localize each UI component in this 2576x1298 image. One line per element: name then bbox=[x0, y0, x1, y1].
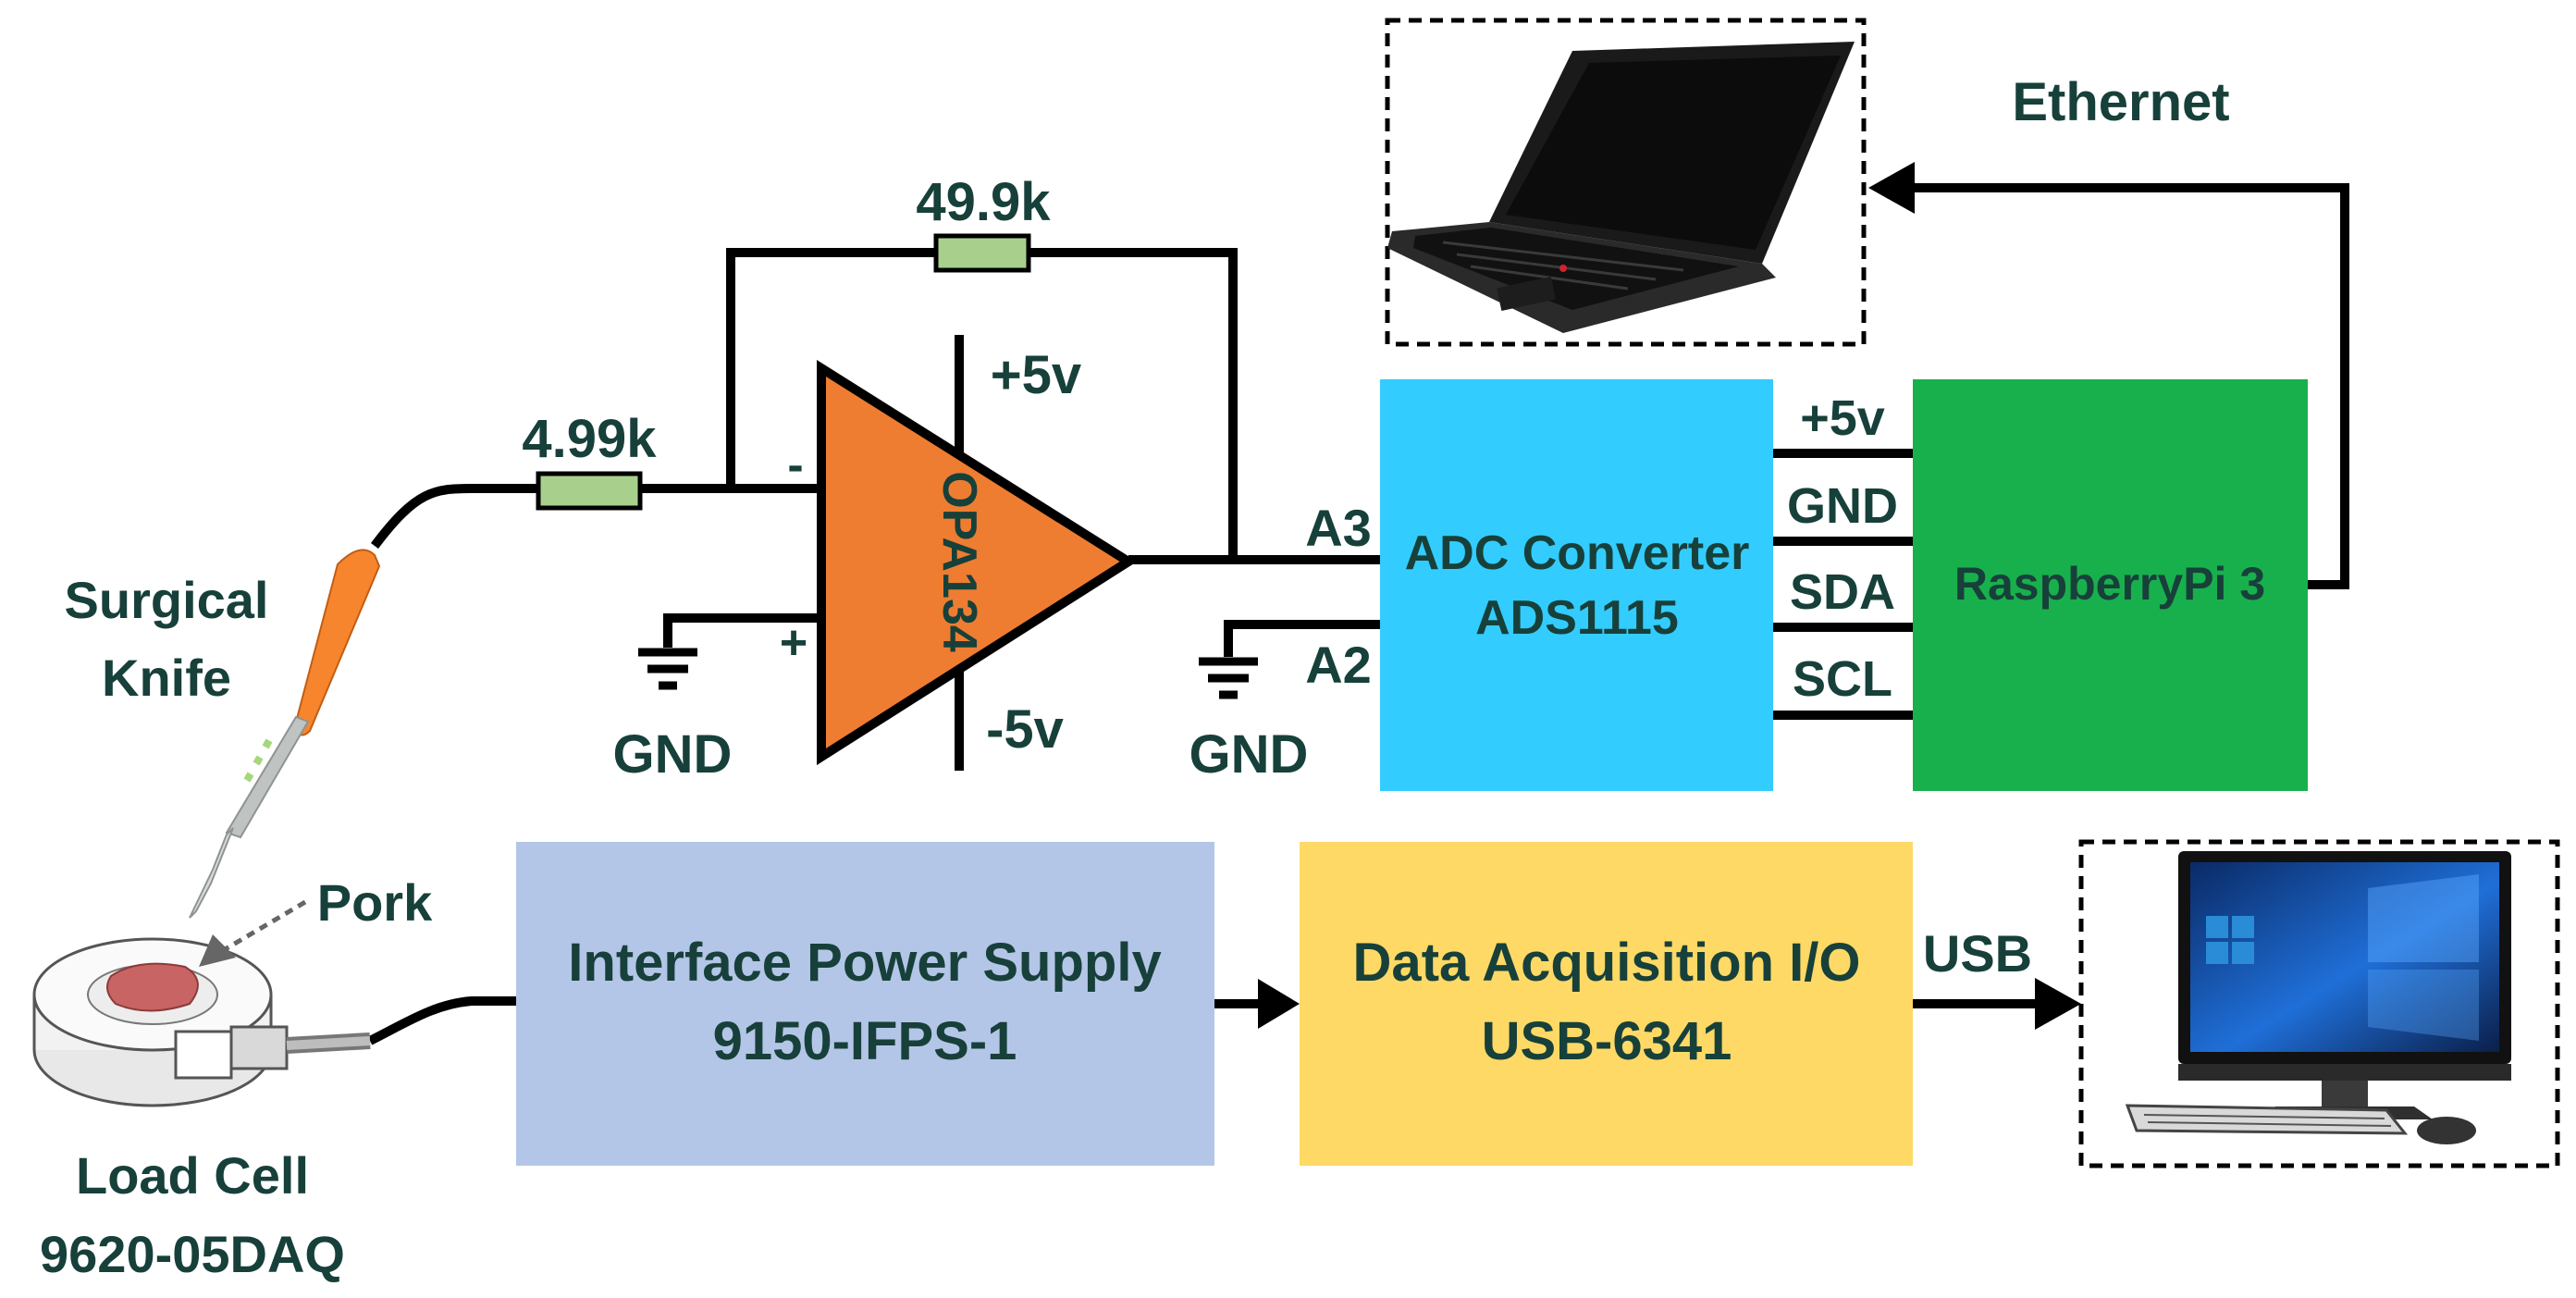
usb-label: USB bbox=[1923, 924, 2032, 983]
opamp-label: OPA134 bbox=[932, 471, 986, 652]
pork-pointer-arrowhead bbox=[199, 934, 236, 967]
pork-pointer-line bbox=[220, 899, 307, 954]
bus-label-5v: +5v bbox=[1800, 390, 1885, 446]
ps-to-daq-arrowhead bbox=[1258, 979, 1300, 1029]
feedback-resistor bbox=[933, 233, 1031, 273]
laptop-icon bbox=[1387, 42, 1855, 333]
bus-label-sda: SDA bbox=[1790, 564, 1895, 620]
power-supply-box bbox=[516, 842, 1214, 1166]
feedback-resistor-label: 49.9k bbox=[916, 172, 1051, 232]
usb-arrowhead bbox=[2035, 978, 2081, 1030]
opamp-plus-sign: + bbox=[780, 616, 807, 670]
pos-supply-label: +5v bbox=[991, 345, 1081, 405]
adc-title: ADC Converter bbox=[1405, 526, 1750, 580]
raspberry-pi-box bbox=[1913, 379, 2308, 791]
input-resistor-label: 4.99k bbox=[522, 409, 657, 469]
power-supply-title: Interface Power Supply bbox=[568, 933, 1161, 993]
ethernet-label: Ethernet bbox=[2012, 72, 2229, 132]
bus-label-gnd: GND bbox=[1787, 478, 1898, 534]
opamp-symbol bbox=[817, 359, 1138, 766]
bus-label-scl: SCL bbox=[1793, 651, 1892, 707]
gnd-left-label: GND bbox=[613, 724, 733, 785]
pork-sample bbox=[106, 962, 199, 1012]
daq-model: USB-6341 bbox=[1482, 1011, 1732, 1071]
pork-label: Pork bbox=[317, 873, 433, 932]
knife-label-line2: Knife bbox=[102, 649, 231, 707]
power-supply-model: 9150-IFPS-1 bbox=[713, 1011, 1017, 1071]
daq-box bbox=[1300, 842, 1913, 1166]
input-wire bbox=[371, 484, 821, 550]
gnd-right-label: GND bbox=[1189, 724, 1309, 785]
ground-left-symbol bbox=[638, 648, 697, 690]
a3-label: A3 bbox=[1305, 499, 1372, 557]
neg-supply-label: -5v bbox=[986, 699, 1064, 760]
input-resistor bbox=[536, 471, 643, 511]
load-cell-label-line1: Load Cell bbox=[76, 1146, 309, 1205]
raspberry-pi-label: RaspberryPi 3 bbox=[1954, 558, 2265, 610]
a2-label: A2 bbox=[1305, 636, 1372, 694]
ground-right-symbol bbox=[1199, 657, 1258, 699]
load-cell-cable bbox=[367, 996, 516, 1045]
adc-converter-box bbox=[1380, 379, 1773, 791]
ethernet-arrowhead bbox=[1868, 162, 1915, 214]
desktop-computer-icon bbox=[2125, 851, 2511, 1144]
ethernet-wire bbox=[1915, 183, 2349, 589]
adc-model: ADS1115 bbox=[1475, 591, 1679, 645]
surgical-knife-icon bbox=[189, 549, 381, 919]
load-cell-label-line2: 9620-05DAQ bbox=[40, 1225, 345, 1283]
opamp-minus-sign: - bbox=[787, 439, 803, 492]
knife-label-line1: Surgical bbox=[65, 571, 269, 629]
daq-title: Data Acquisition I/O bbox=[1353, 933, 1861, 993]
